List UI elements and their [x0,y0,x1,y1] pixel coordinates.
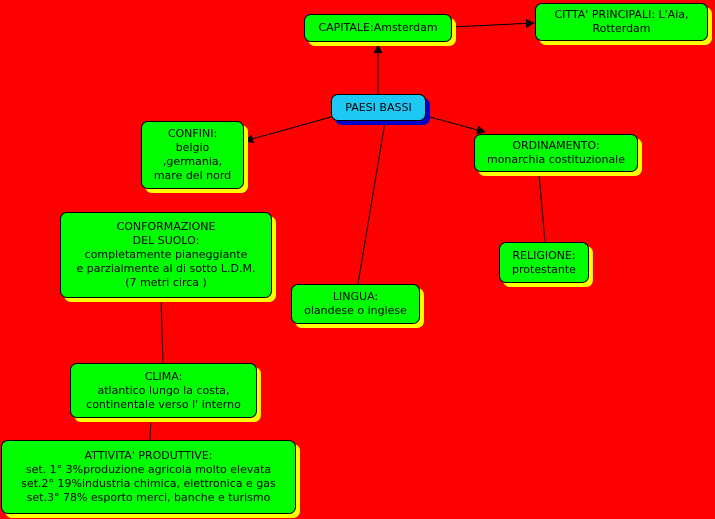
node-lingua[interactable]: LINGUA:olandese o inglese [291,284,420,324]
node-text-line: ,germania, [162,155,223,168]
node-text-line: set.3° 78% esporto merci, banche e turis… [26,491,271,504]
node-clima[interactable]: CLIMA:atlantico lungo la costa,continent… [70,363,257,418]
node-text-line: (7 metri circa ) [125,276,207,289]
node-text-line: PAESI BASSI [345,100,412,114]
link-ordinamento-religione [538,173,546,243]
node-text-line: continentale verso l' interno [86,397,241,411]
node-citta-principali[interactable]: CITTA' PRINCIPALI: L'Aia,Rotterdam [535,3,708,41]
node-text-line: atlantico lungo la costa, [97,383,230,397]
link-root-lingua [357,121,386,285]
node-paesi-bassi[interactable]: PAESI BASSI [331,94,426,121]
node-text-line: CAPITALE:Amsterdam [318,21,438,34]
node-text-line: monarchia costituzionale [486,153,625,166]
node-text-line: CLIMA: [144,369,183,383]
node-text-line: RELIGIONE: [512,248,576,262]
link-root-ordinamento [425,115,486,135]
node-text-line: set.2° 19%industria chimica, elettronica… [21,477,276,490]
node-text-line: set. 1° 3%produzione agricola molto elev… [25,463,272,476]
node-text-line: CITTA' PRINCIPALI: L'Aia, [554,8,689,21]
node-text-line: mare del nord [153,169,232,182]
link-clima-attivita [149,418,152,441]
node-text-line: CONFORMAZIONE [116,220,216,233]
node-text-line: LINGUA: [332,290,379,303]
node-text-line: ORDINAMENTO: [512,139,600,152]
node-text-line: olandese o inglese [304,304,407,317]
node-text-line: completamente pianeggiante [84,248,248,261]
node-confini[interactable]: CONFINI:belgio,germania,mare del nord [141,121,244,189]
node-text-line: belgio [175,141,210,154]
node-text-line: DEL SUOLO: [132,234,200,247]
node-text-line: protestante [512,262,576,276]
node-text-line: CONFINI: [167,127,218,140]
node-capitale[interactable]: CAPITALE:Amsterdam [304,14,452,42]
link-capitale-citta [451,18,535,28]
node-ordinamento[interactable]: ORDINAMENTO:monarchia costituzionale [474,134,638,172]
node-text-line: ATTIVITA' PRODUTTIVE: [84,449,213,462]
node-religione[interactable]: RELIGIONE:protestante [499,242,589,283]
link-conformazione-clima [160,297,164,364]
link-root-confini [244,116,332,144]
node-attivita-produttive[interactable]: ATTIVITA' PRODUTTIVE:set. 1° 3%produzion… [1,440,296,514]
node-text-line: e parzialmente al di sotto L.D.M. [76,262,256,275]
node-text-line: Rotterdam [592,22,651,35]
